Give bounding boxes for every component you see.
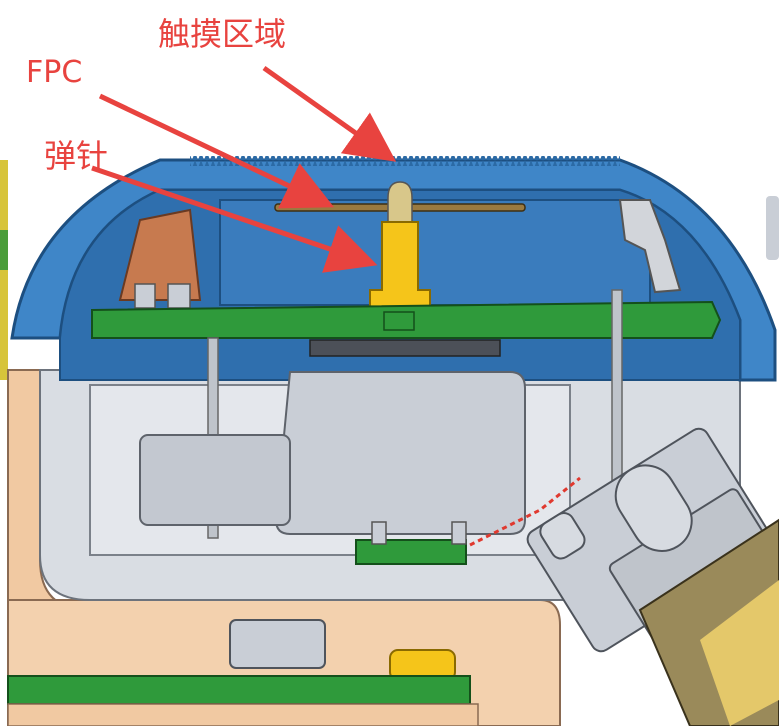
bottom-gray-part	[229, 619, 326, 669]
touch-area-surface	[190, 156, 620, 166]
chip-under-pcb	[309, 339, 501, 357]
pogo-pin-tip	[387, 181, 413, 223]
pcb-bottom	[7, 675, 471, 705]
arrow-pogo-pin	[91, 165, 378, 273]
label-fpc: FPC	[26, 55, 83, 90]
label-pogo-pin: 弹针	[44, 137, 109, 175]
arrow-fpc	[98, 93, 335, 209]
right-latch	[618, 199, 682, 294]
arrow-touch-area	[262, 65, 397, 162]
red-wire	[469, 476, 581, 547]
label-touch-area: 触摸区域	[158, 15, 287, 53]
right-edge-fragment	[766, 196, 779, 260]
